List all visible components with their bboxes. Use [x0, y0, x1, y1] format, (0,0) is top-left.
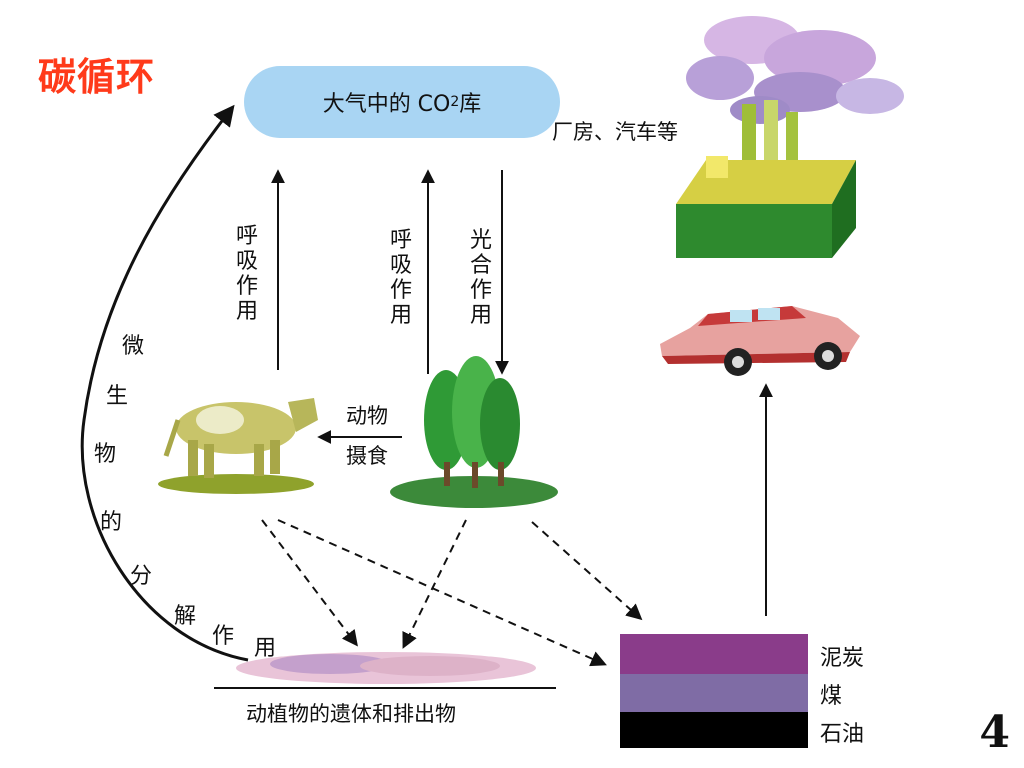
- factory-car-label: 厂房、汽车等: [552, 120, 678, 144]
- factory-icon: [676, 100, 856, 258]
- tree-respiration-label: 呼吸作用: [389, 228, 412, 328]
- trees-to-remains-dashed: [402, 519, 467, 649]
- page-title: 碳循环: [38, 55, 156, 99]
- decomp-char-6: 解: [174, 604, 197, 629]
- microbe-decomposition-arrow: [80, 104, 249, 662]
- remains-pile: [214, 652, 556, 689]
- photosynthesis-label: 光合作用: [469, 228, 492, 328]
- decomp-char-1: 微: [122, 334, 145, 359]
- cow-respiration-label: 呼吸作用: [235, 224, 258, 324]
- trees-to-fossil-dashed: [531, 521, 643, 621]
- decomp-char-4: 的: [100, 510, 123, 535]
- decomp-char-5: 分: [130, 564, 153, 589]
- co2-pool-prefix: 大气中的 CO: [322, 92, 451, 117]
- feeding-label-line2: 摄食: [346, 444, 388, 468]
- trees-icon: [390, 356, 558, 508]
- cow-to-fossil-dashed: [277, 519, 607, 667]
- oil-label: 石油: [820, 722, 865, 747]
- page-number: 4: [979, 707, 1010, 758]
- decomp-char-2: 生: [106, 384, 129, 409]
- peat-label: 泥炭: [820, 646, 865, 671]
- feeding-label-line1: 动物: [346, 404, 388, 428]
- peat-layer: [620, 634, 808, 674]
- fossil-fuel-layers: [620, 634, 808, 748]
- coal-label: 煤: [820, 684, 843, 709]
- co2-subscript: 2: [450, 94, 460, 110]
- smoke-icon: [686, 16, 904, 124]
- coal-layer: [620, 674, 808, 712]
- decomp-char-3: 物: [94, 442, 117, 467]
- decomp-char-7: 作: [212, 624, 235, 649]
- decomp-char-8: 用: [254, 636, 277, 661]
- oil-layer: [620, 712, 808, 748]
- remains-label: 动植物的遗体和排出物: [246, 702, 456, 726]
- cow-icon: [158, 398, 318, 494]
- co2-pool-suffix: 库: [459, 92, 482, 117]
- cow-to-remains-dashed: [261, 519, 358, 647]
- car-icon: [660, 306, 860, 376]
